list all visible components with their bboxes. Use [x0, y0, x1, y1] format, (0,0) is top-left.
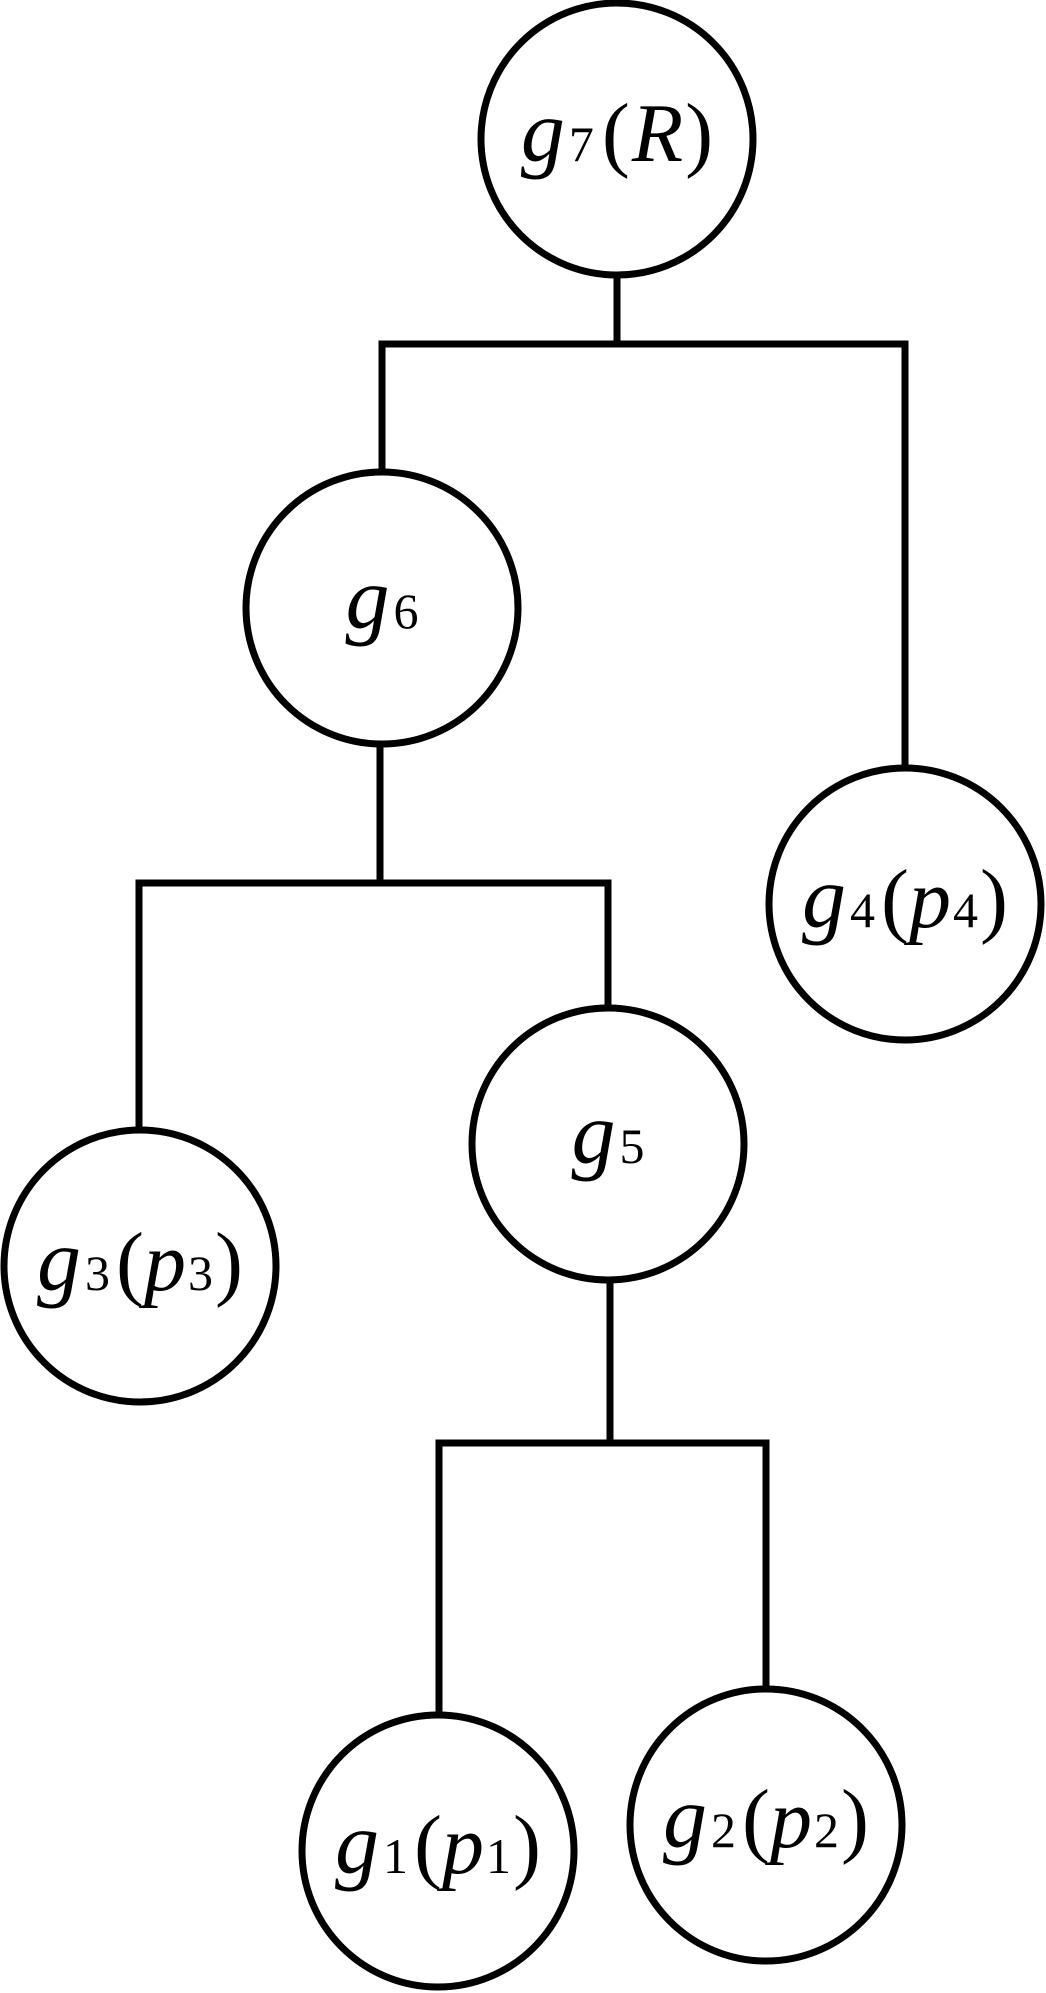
- node-g6-subscript: 6: [394, 583, 419, 639]
- edge-g7-to-g4: [613, 340, 909, 768]
- edge-g5-children: [435, 1274, 614, 1717]
- node-g3-subscript: 3: [85, 1245, 110, 1301]
- node-g6-letter: g: [346, 551, 390, 648]
- node-g4-circle: [765, 764, 1045, 1044]
- node-g6-circle: [242, 468, 522, 748]
- node-g1-subscript: 1: [383, 1828, 408, 1884]
- edge-g7-children: [378, 272, 621, 475]
- node-g2-arg-subscript: 2: [814, 1802, 839, 1858]
- node-g1: g1(p1): [298, 1711, 578, 1991]
- node-g1-close-paren: ): [513, 1799, 541, 1892]
- node-g4-open-paren: (: [881, 853, 909, 946]
- node-g6-label: g6: [346, 551, 419, 648]
- edge-g6-to-g5: [376, 879, 612, 1010]
- node-g6: g6: [242, 468, 522, 748]
- node-g4: g4(p4): [765, 764, 1045, 1044]
- node-g5: g5: [468, 1004, 748, 1284]
- node-g1-arg: p: [437, 1799, 484, 1892]
- node-g4-letter: g: [802, 850, 846, 947]
- node-g2: g2(p2): [626, 1685, 906, 1965]
- node-g5-letter: g: [572, 1086, 616, 1183]
- node-g1-letter: g: [335, 1796, 379, 1893]
- node-g4-arg: p: [904, 853, 951, 946]
- node-g1-open-paren: (: [414, 1799, 442, 1892]
- node-g2-arg: p: [765, 1773, 812, 1866]
- node-g2-circle: [626, 1685, 906, 1965]
- node-g1-circle: [298, 1711, 578, 1991]
- node-g2-label: g2(p2): [663, 1770, 869, 1867]
- node-g7-circle: [477, 0, 757, 279]
- node-g2-subscript: 2: [711, 1802, 736, 1858]
- node-g1-label: g1(p1): [335, 1796, 541, 1893]
- node-g5-circle: [468, 1004, 748, 1284]
- node-g7: g7(R): [477, 0, 757, 279]
- node-g2-open-paren: (: [742, 1773, 770, 1866]
- connectors: [135, 272, 909, 1717]
- node-g3: g3(p3): [0, 1126, 280, 1406]
- node-g3-letter: g: [37, 1213, 81, 1310]
- node-g3-circle: [0, 1126, 280, 1406]
- node-g3-arg: p: [139, 1216, 186, 1309]
- node-g5-label: g5: [572, 1086, 645, 1183]
- node-g5-subscript: 5: [620, 1118, 645, 1174]
- node-g4-close-paren: ): [980, 853, 1008, 946]
- node-g4-arg-subscript: 4: [953, 882, 978, 938]
- node-g2-close-paren: ): [841, 1773, 869, 1866]
- node-g1-arg-subscript: 1: [486, 1828, 511, 1884]
- node-g3-close-paren: ): [215, 1216, 243, 1309]
- node-g3-open-paren: (: [116, 1216, 144, 1309]
- node-g7-letter: g: [521, 84, 565, 181]
- node-g3-arg-subscript: 3: [188, 1245, 213, 1301]
- node-g3-label: g3(p3): [37, 1213, 243, 1310]
- node-g4-subscript: 4: [850, 882, 875, 938]
- node-g4-label: g4(p4): [802, 850, 1008, 947]
- node-g7-open-paren: (: [602, 87, 630, 180]
- node-g7-subscript: 7: [569, 116, 594, 172]
- node-g7-arg: R: [631, 87, 683, 180]
- node-g2-letter: g: [663, 1770, 707, 1867]
- edge-g5-to-g2: [606, 1439, 770, 1693]
- node-g7-close-paren: ): [685, 87, 713, 180]
- edge-g6-children: [135, 740, 384, 1131]
- node-g7-label: g7(R): [521, 84, 713, 181]
